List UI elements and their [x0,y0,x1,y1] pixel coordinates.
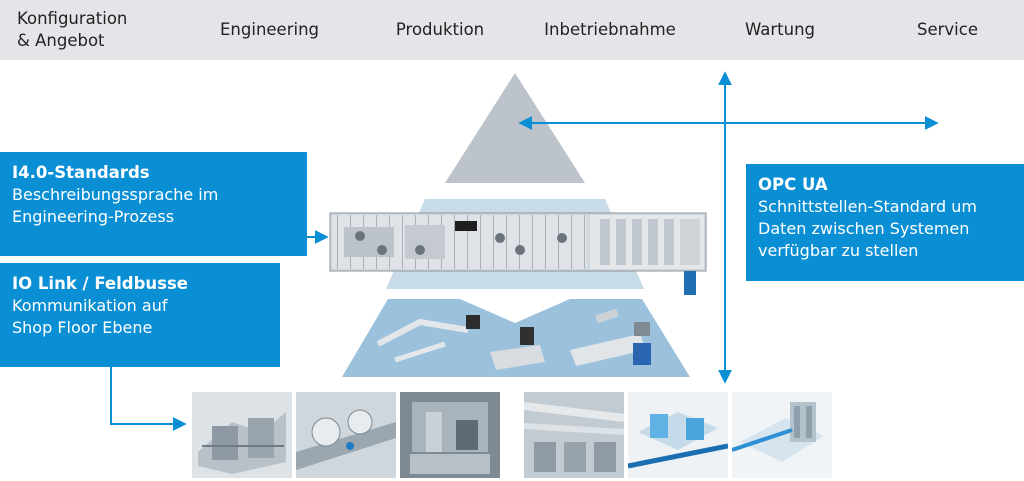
opc-ua-line: Schnittstellen-Standard um [758,197,977,216]
iolink-fieldbus-title: IO Link / Feldbusse [12,274,188,293]
opc-ua-line: Daten zwischen Systemen [758,219,970,238]
process-step-label: Engineering [220,20,319,39]
process-step-commissioning[interactable]: Inbetriebnahme [517,0,703,60]
iolink-fieldbus-line: Kommunikation auf [12,296,168,315]
process-step-label: Wartung [744,20,815,39]
process-step-production[interactable]: Produktion [347,0,533,60]
process-step-engineering[interactable]: Engineering [176,0,363,60]
process-step-label: Service [917,20,978,39]
opc-ua-line: verfügbar zu stellen [758,241,919,260]
opc-ua-title: OPC UA [758,175,828,194]
process-step-label: Inbetriebnahme [544,20,676,39]
actuators-image [376,308,651,370]
process-step-service[interactable]: Service [857,0,1024,60]
chevron-shape [857,0,1024,60]
opc-ua-box: OPC UA Schnittstellen-Standard um Daten … [746,164,1024,281]
photo-pipe-plant [524,392,624,478]
process-step-configuration[interactable]: Konfiguration & Angebot [0,0,192,60]
chevron-shape [347,0,533,60]
process-step-label: Produktion [395,20,485,39]
i40-standards-title: I4.0-Standards [12,163,150,182]
valve-terminal-image [329,212,707,295]
pyramid-top-level [445,73,585,183]
i40-standards-line: Engineering-Prozess [12,207,175,226]
process-step-maintenance[interactable]: Wartung [687,0,873,60]
photo-process-plant-3d-2 [732,392,832,478]
chevron-shape [687,0,873,60]
photo-machine-interior [400,392,500,478]
i40-standards-line: Beschreibungssprache im [12,185,219,204]
process-bar: Konfiguration & Angebot Engineering Prod… [0,0,1024,60]
chevron-shape [176,0,363,60]
process-step-label: Konfiguration & Angebot [17,9,128,50]
i40-standards-box: I4.0-Standards Beschreibungssprache im E… [0,152,307,256]
chevron-shape [0,0,192,60]
iolink-fieldbus-line: Shop Floor Ebene [12,318,153,337]
photo-conveyor-system [296,392,396,478]
chevron-shape [517,0,703,60]
iolink-fieldbus-box: IO Link / Feldbusse Kommunikation auf Sh… [0,263,280,367]
iolink-connector-arrow [110,367,187,431]
photo-factory-line-1 [192,392,292,478]
photo-process-plant-3d-1 [628,392,728,478]
